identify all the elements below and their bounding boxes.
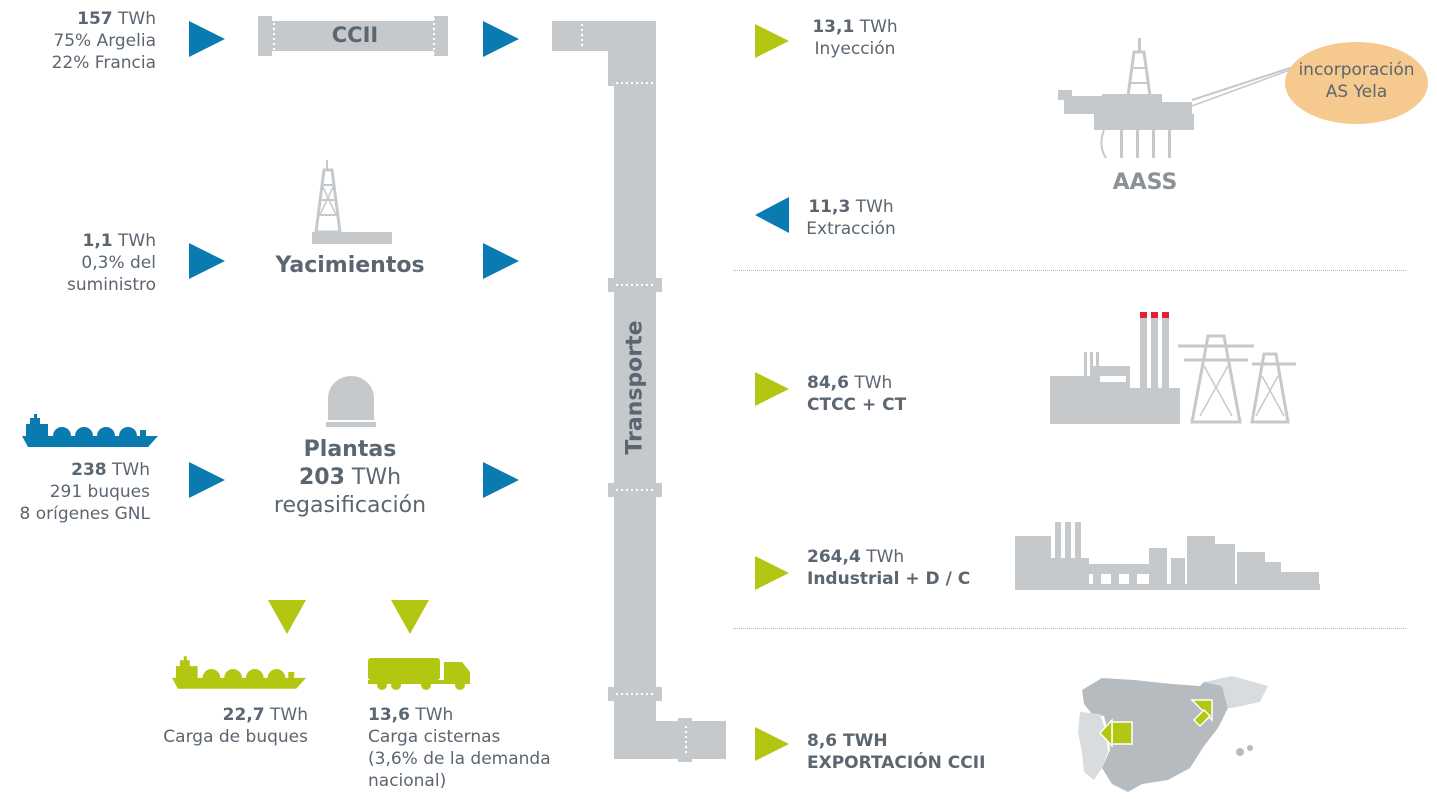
exportacion-label: EXPORTACIÓN CCII [807, 753, 986, 773]
industrial-label: Industrial + D / C [807, 569, 971, 589]
industrial-skyline-icon [1015, 522, 1320, 590]
extraccion-text: 11,3 TWh Extracción [796, 196, 906, 240]
arrow-right-icon [483, 462, 519, 498]
inyeccion-label: Inyección [814, 39, 896, 59]
ccii-input-value: 157 [77, 9, 113, 29]
gnl-input-unit: TWh [112, 460, 150, 480]
yacimientos-input-share: 0,3% del [81, 253, 156, 273]
arrow-right-green-icon [755, 556, 789, 590]
separator-line [733, 270, 1406, 271]
ccii-node-label: CCII [331, 23, 379, 47]
gnl-input-value: 238 [71, 460, 107, 480]
industrial-value: 264,4 [807, 547, 861, 567]
plantas-title: Plantas [303, 437, 397, 462]
tanker-truck-icon [368, 658, 470, 690]
ctcc-value: 84,6 [807, 373, 849, 393]
cisternas-output-nacional: nacional) [368, 771, 447, 791]
gnl-input-origenes: 8 orígenes GNL [19, 504, 150, 524]
arrow-right-icon [189, 21, 225, 57]
ccii-input-francia: 22% Francia [51, 53, 156, 73]
ccii-input-text: 157 TWh 75% Argelia 22% Francia [20, 8, 156, 74]
yela-line2: AS Yela [1325, 82, 1388, 102]
buques-output-label: Carga de buques [163, 727, 308, 747]
arrow-right-icon [483, 21, 519, 57]
inyeccion-unit: TWh [859, 17, 898, 37]
aass-label: AASS [1112, 170, 1178, 195]
extraccion-value: 11,3 [808, 197, 851, 217]
arrow-right-green-icon [755, 24, 789, 58]
ccii-input-unit: TWh [118, 9, 156, 29]
arrow-left-blue-icon [755, 197, 789, 233]
transporte-label: Transporte [622, 320, 648, 455]
transport-pipe [552, 21, 726, 762]
buques-output-value: 22,7 [222, 705, 265, 725]
plantas-value: 203 [298, 465, 345, 490]
lng-tank-icon [326, 376, 376, 427]
arrow-down-icon [391, 600, 429, 634]
power-plant-icon [1050, 312, 1296, 424]
arrow-right-icon [189, 243, 225, 279]
offshore-platform-icon [1058, 38, 1291, 159]
arrow-down-icon [268, 600, 306, 634]
inyeccion-value: 13,1 [812, 17, 855, 37]
yacimientos-label: Yacimientos [275, 253, 425, 278]
yacimientos-input-text: 1,1 TWh 0,3% del suministro [20, 230, 156, 296]
spain-map-icon [1078, 676, 1268, 792]
ccii-pipe [258, 16, 448, 56]
plantas-text: Plantas 203 TWh regasificación [250, 436, 450, 520]
lng-ship-icon [22, 414, 158, 447]
yacimientos-input-value: 1,1 [82, 231, 113, 251]
industrial-text: 264,4 TWh Industrial + D / C [807, 546, 1007, 590]
yacimientos-input-unit: TWh [118, 231, 156, 251]
cisternas-output-unit: TWh [415, 705, 454, 725]
arrow-right-green-icon [755, 372, 789, 406]
arrow-right-icon [483, 243, 519, 279]
extraccion-unit: TWh [855, 197, 894, 217]
drilling-rig-icon [312, 160, 392, 244]
gnl-input-buques: 291 buques [49, 482, 150, 502]
cisternas-output-value: 13,6 [368, 705, 410, 725]
yacimientos-input-suministro: suministro [67, 275, 156, 295]
gnl-input-text: 238 TWh 291 buques 8 orígenes GNL [0, 459, 150, 525]
industrial-unit: TWh [866, 547, 905, 567]
plantas-sub: regasificación [273, 493, 427, 518]
ctcc-text: 84,6 TWh CTCC + CT [807, 372, 967, 416]
separator-line [733, 628, 1406, 629]
cisternas-output-text: 13,6 TWh Carga cisternas (3,6% de la dem… [368, 704, 568, 792]
extraccion-label: Extracción [806, 219, 896, 239]
exportacion-text: 8,6 TWH EXPORTACIÓN CCII [807, 730, 1027, 774]
ccii-input-argelia: 75% Argelia [53, 31, 156, 51]
yela-bubble: incorporación AS Yela [1285, 42, 1428, 124]
plantas-unit: TWh [351, 465, 402, 490]
inyeccion-text: 13,1 TWh Inyección [800, 16, 910, 60]
ctcc-label: CTCC + CT [807, 395, 907, 415]
ctcc-unit: TWh [854, 373, 893, 393]
cisternas-output-label: Carga cisternas [368, 727, 501, 747]
buques-output-unit: TWh [270, 705, 308, 725]
arrow-right-green-icon [755, 727, 789, 761]
yela-line1: incorporación [1298, 60, 1415, 80]
cisternas-output-share: (3,6% de la demanda [368, 749, 551, 769]
arrow-right-icon [189, 462, 225, 498]
exportacion-value: 8,6 TWH [807, 731, 888, 751]
buques-output-text: 22,7 TWh Carga de buques [140, 704, 308, 748]
lng-ship-green-icon [172, 656, 307, 689]
